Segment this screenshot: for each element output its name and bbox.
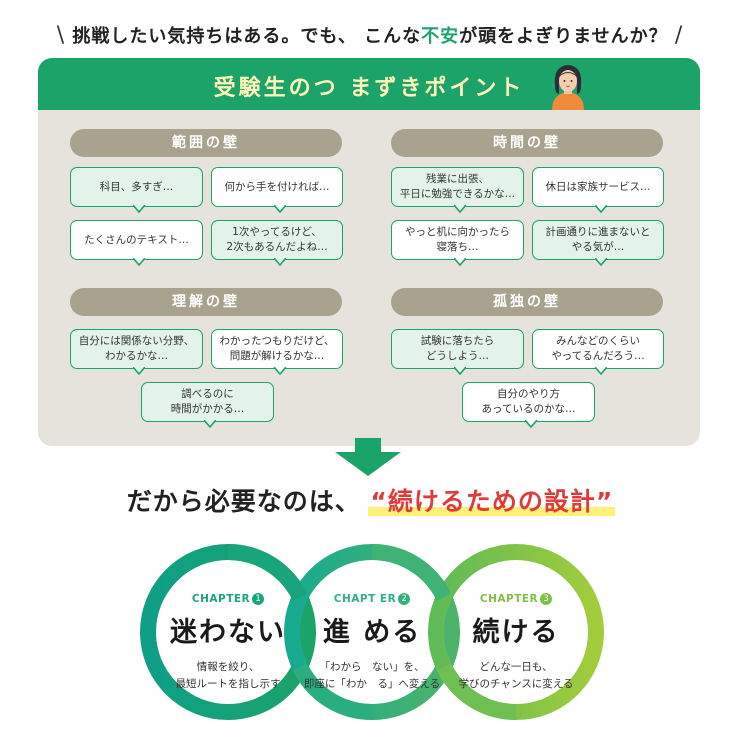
ring-1 <box>140 544 316 720</box>
bubble-tail <box>133 205 145 213</box>
bubble-tail <box>274 258 286 266</box>
bubble-tail <box>525 420 537 428</box>
chapter-1-label: CHAPTER <box>191 593 251 605</box>
chapter-rings <box>140 543 604 721</box>
bubble-loneliness-1: 試験に落ちたら どうしよう… <box>391 329 524 375</box>
wall-label-time: 時間の壁 <box>391 129 663 157</box>
bubble-range-1: 科目、多すぎ… <box>70 167 203 213</box>
bubble-tail <box>595 205 607 213</box>
banner-title: 受験生のつ まずきポイント <box>213 76 525 101</box>
bubble-understanding-3: 調べるのに 時間がかかる… <box>141 382 274 428</box>
headline-left-slash: \ <box>56 23 66 48</box>
chapter-3-num: 3 <box>540 593 553 605</box>
wall-label-understanding: 理解の壁 <box>70 288 342 316</box>
bubble-tail <box>595 258 607 266</box>
chapter-3-desc: どんな一日も、 学びのチャンスに変える <box>458 661 574 690</box>
headline-part2: が頭をよぎりませんか？ <box>459 26 668 47</box>
chapter-2-title: 進 める <box>322 617 422 648</box>
stumbling-points-panel: 受験生のつ まずきポイント 範囲の壁 科目、多すぎ… 何から手を付ければ… たく… <box>38 58 700 446</box>
bubble-tail <box>204 420 216 428</box>
bubble-tail <box>454 258 466 266</box>
chapter-1-num: 1 <box>252 593 265 605</box>
bubble-tail <box>133 367 145 375</box>
chapter-3-title: 続ける <box>472 617 560 648</box>
bubble-loneliness-3: 自分のやり方 あっているのかな… <box>462 382 595 428</box>
bubble-tail <box>274 367 286 375</box>
bubble-tail <box>454 367 466 375</box>
key-message: だから必要なのは、 “続けるための設計” <box>0 482 740 518</box>
bubble-range-2: 何から手を付ければ… <box>211 167 343 213</box>
bubble-range-3: たくさんのテキスト… <box>70 220 203 266</box>
bubble-understanding-1: 自分には関係ない分野、 わかるかな… <box>70 329 203 375</box>
bubble-time-1: 残業に出張、 平日に勉強できるかな… <box>391 167 524 213</box>
headline-right-slash: / <box>674 23 684 48</box>
chapter-2-num: 2 <box>398 593 411 605</box>
chapter-1-desc: 情報を絞り、 最短ルートを指し示す <box>175 661 281 690</box>
headline-highlight: 不安 <box>421 26 460 47</box>
key-message-emphasis: “続けるための設計” <box>368 482 616 518</box>
wall-label-range: 範囲の壁 <box>70 129 342 157</box>
down-arrow-icon <box>335 438 401 476</box>
chapter-1-title: 迷わない <box>170 617 286 648</box>
bubble-tail <box>454 205 466 213</box>
bubble-time-4: 計画通りに進まないと やる気が… <box>532 220 664 266</box>
bubble-tail <box>595 367 607 375</box>
chapter-2-label: CHAPT ER <box>333 593 397 605</box>
bubble-understanding-2: わかったつもりだけど、 問題が解けるかな… <box>211 329 343 375</box>
bubble-range-4: 1次やってるけど、 2次もあるんだよね… <box>211 220 343 266</box>
headline: \ 挑戦したい気持ちはある。でも、 こんな不安が頭をよぎりませんか？ / <box>0 22 740 48</box>
banner <box>38 58 700 110</box>
person-illustration-icon <box>552 65 584 110</box>
bubble-time-2: 休日は家族サービス… <box>532 167 664 213</box>
wall-label-loneliness: 孤独の壁 <box>391 288 663 316</box>
bubble-tail <box>133 258 145 266</box>
chapter-3-label: CHAPTER <box>479 593 539 605</box>
key-message-before: だから必要なのは、 <box>126 487 361 516</box>
bubble-time-3: やっと机に向かったら 寝落ち… <box>391 220 524 266</box>
chapter-2-desc: 「わから ない」を、 即座に「わか る」へ変える <box>303 661 441 690</box>
bubble-loneliness-2: みんなどのくらい やってるんだろう… <box>532 329 664 375</box>
headline-part1: 挑戦したい気持ちはある。でも、 こんな <box>72 26 422 47</box>
bubble-tail <box>274 205 286 213</box>
